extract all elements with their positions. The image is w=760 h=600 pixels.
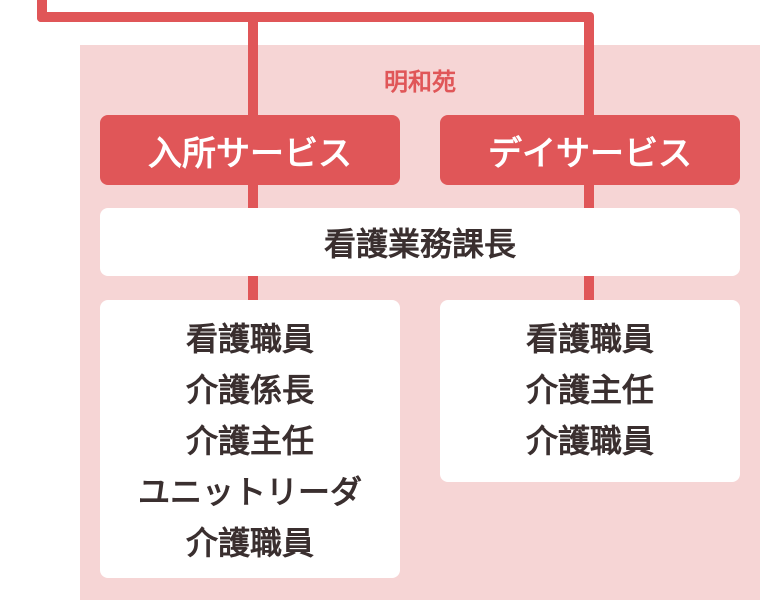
connector-line <box>37 12 594 22</box>
staff-item: 介護主任 <box>525 371 654 409</box>
staff-item: 看護職員 <box>185 320 314 358</box>
staff-box-nyusho: 看護職員 介護係長 介護主任 ユニットリーダ 介護職員 <box>100 300 400 578</box>
staff-item: 介護職員 <box>185 524 314 562</box>
staff-item: 介護職員 <box>525 422 654 460</box>
staff-item: 看護職員 <box>525 320 654 358</box>
manager-label: 看護業務課長 <box>323 225 516 263</box>
staff-item: 介護係長 <box>185 371 314 409</box>
staff-item: 介護主任 <box>185 422 314 460</box>
facility-title: 明和苑 <box>384 68 456 96</box>
unit-box-day: デイサービス <box>440 115 740 185</box>
unit-box-nyusho: 入所サービス <box>100 115 400 185</box>
staff-box-day: 看護職員 介護主任 介護職員 <box>440 300 740 482</box>
connector-line <box>37 0 47 22</box>
manager-box: 看護業務課長 <box>100 208 740 276</box>
staff-item: ユニットリーダ <box>137 473 362 511</box>
